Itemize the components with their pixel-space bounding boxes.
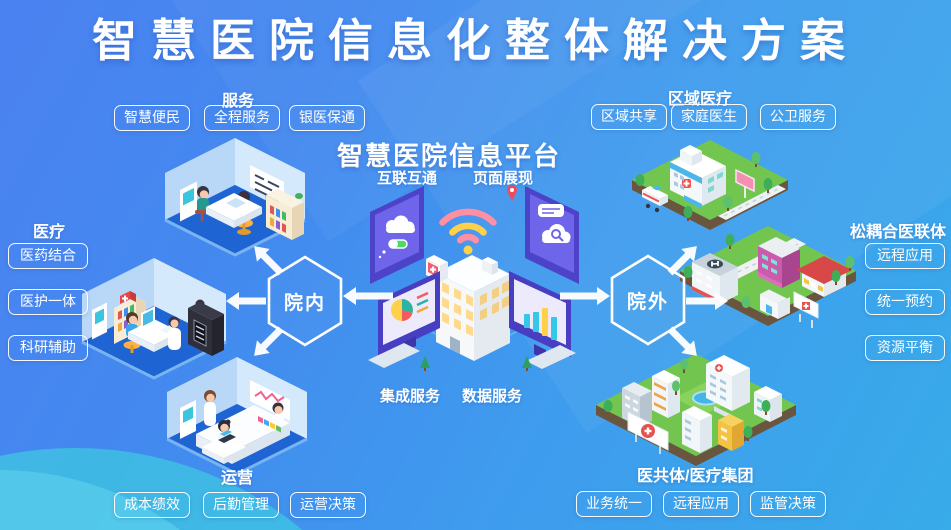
- screen-page-display: [525, 186, 579, 284]
- hub-inside-hospital: 院内: [263, 253, 347, 349]
- regional-sharing-badge: 区域共享: [591, 104, 667, 130]
- group-title-regional: 区域医疗: [668, 91, 733, 108]
- monitor-data-service: [509, 271, 576, 369]
- supervision-decision-badge: 监管决策: [750, 491, 826, 517]
- platform-title: 智慧医院信息平台: [337, 141, 562, 171]
- trees: [603, 358, 771, 441]
- medical-group-city-island: [588, 348, 803, 478]
- ambulance: [642, 185, 668, 213]
- billboard: [735, 168, 755, 198]
- page-display-label: 页面展现: [473, 170, 534, 187]
- doctor-nurse-integration-badge: 医护一体: [8, 289, 88, 315]
- public-health-service-badge: 公卫服务: [760, 104, 836, 130]
- hospital-tower: [706, 355, 750, 420]
- pink-building: [758, 237, 800, 288]
- door: [92, 302, 107, 340]
- door: [180, 400, 196, 439]
- arrow-inside-to-room-middle: [226, 292, 266, 310]
- hub-outside-hospital: 院外: [606, 252, 690, 348]
- medicine-pharmacy-integration-badge: 医药结合: [8, 243, 88, 269]
- group-title-loose-alliance: 松耦合医联体: [850, 224, 947, 241]
- gray-tower: [622, 382, 652, 427]
- hub-inside-label: 院内: [283, 292, 326, 314]
- hub-outside-label: 院外: [626, 291, 669, 313]
- bookshelf: [266, 189, 304, 240]
- hexagon-outline: [267, 255, 343, 347]
- front-desk: [202, 430, 246, 464]
- clinic-room-illustration: [76, 252, 231, 387]
- hospital-building: [670, 145, 726, 209]
- data-service-label: 数据服务: [462, 388, 523, 405]
- research-assist-badge: 科研辅助: [8, 335, 88, 361]
- red-cross-billboard: [627, 411, 669, 454]
- integration-service-label: 集成服务: [380, 388, 441, 405]
- hospital-building: [426, 255, 510, 361]
- group-title-medical-group: 医共体/医疗集团: [637, 468, 754, 485]
- remote-application-badge-2: 远程应用: [663, 491, 739, 517]
- xray-booth: [188, 299, 224, 356]
- operation-decision-badge: 运营决策: [290, 492, 366, 518]
- red-cross-signboard: [793, 291, 819, 328]
- logistics-management-badge: 后勤管理: [203, 492, 279, 518]
- yellow-building: [718, 414, 744, 451]
- cost-performance-badge: 成本绩效: [114, 492, 190, 518]
- wifi-icon: [439, 208, 497, 255]
- door: [180, 181, 197, 222]
- hexagon-outline: [610, 254, 686, 346]
- platform-illustration: [362, 170, 587, 390]
- clinic-building: [760, 289, 790, 319]
- pharmacist-figure: [204, 390, 216, 426]
- alliance-town-island: [676, 218, 861, 351]
- bank-medical-insurance-badge: 银医保通: [289, 105, 365, 131]
- resource-balance-badge: 资源平衡: [865, 335, 945, 361]
- family-doctor-badge: 家庭医生: [671, 104, 747, 130]
- unified-appointment-badge: 统一预约: [865, 289, 945, 315]
- group-title-medical: 医疗: [33, 224, 66, 241]
- whole-course-service-badge: 全程服务: [204, 105, 280, 131]
- remote-application-badge: 远程应用: [865, 243, 945, 269]
- screen-interconnect: [370, 186, 424, 284]
- regional-hospital-island: [628, 132, 793, 252]
- monitor-integration-service: [368, 271, 440, 368]
- location-pin-icon: [507, 185, 517, 201]
- unified-business-badge: 业务统一: [576, 491, 652, 517]
- consultation-room-illustration: [160, 133, 310, 263]
- group-title-operation: 运营: [221, 470, 254, 487]
- pharmacy-room-illustration: [162, 352, 312, 482]
- interconnect-label: 互联互通: [377, 170, 438, 187]
- page-title: 智慧医院信息化整体解决方案: [91, 15, 859, 66]
- smart-convenience-badge: 智慧便民: [114, 105, 190, 131]
- desk: [206, 193, 262, 228]
- trees: [635, 152, 773, 221]
- front-white-tower: [682, 406, 712, 453]
- small-trees: [420, 356, 532, 371]
- standing-doctor-figure: [168, 316, 181, 350]
